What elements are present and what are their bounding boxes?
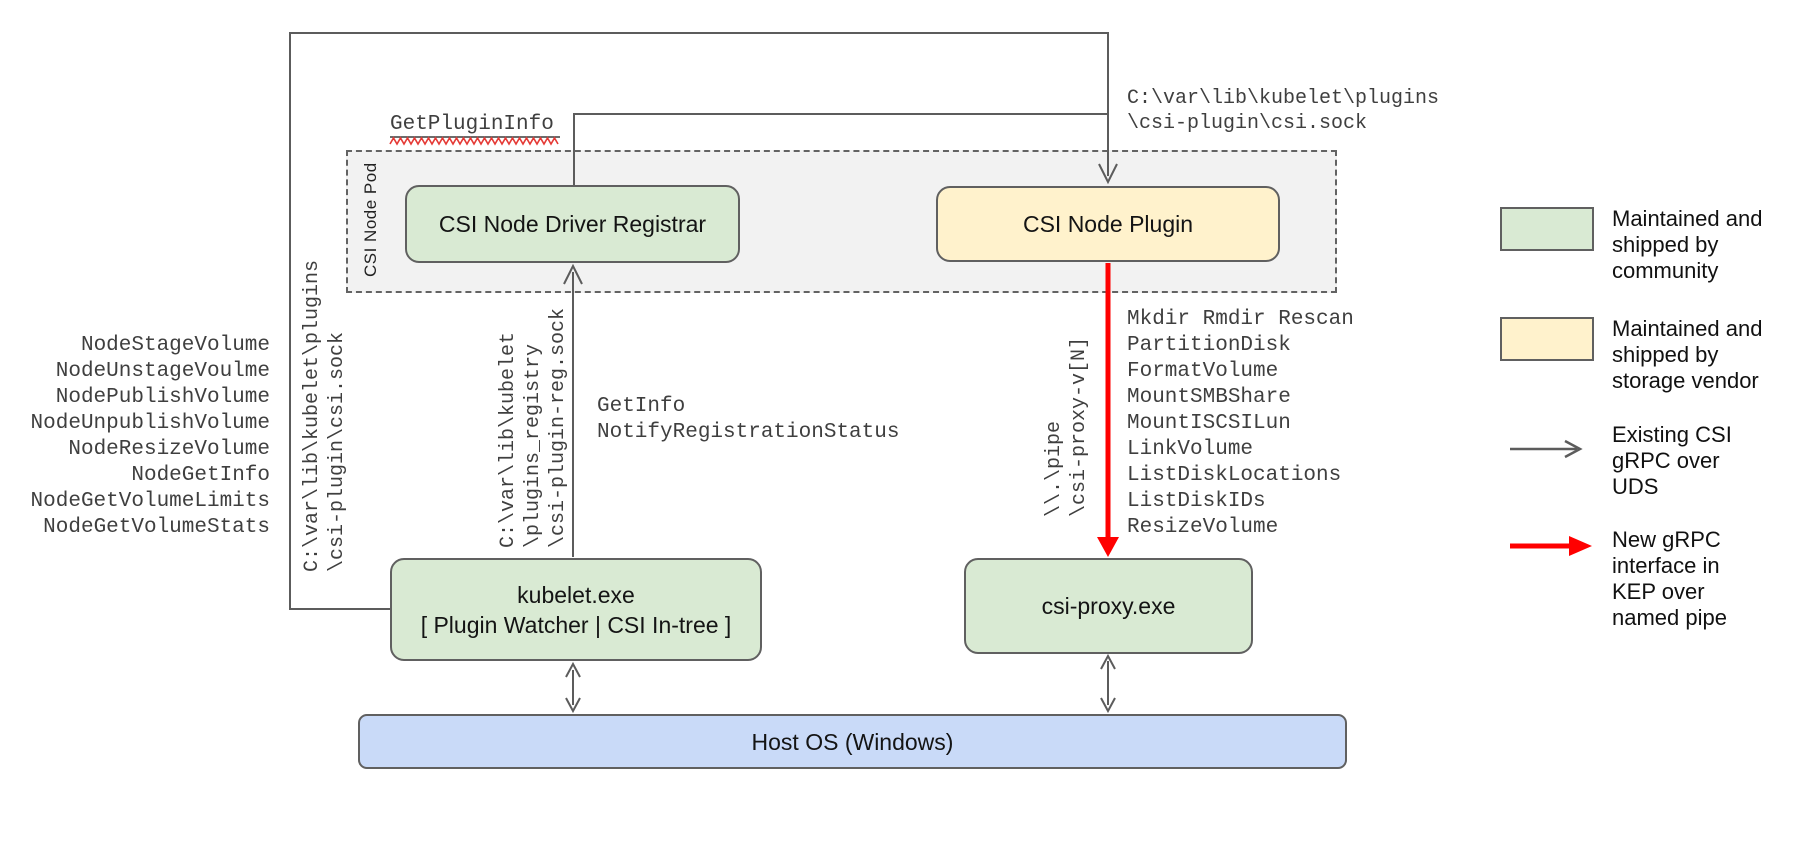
- csi-proxy-box: csi-proxy.exe: [964, 558, 1253, 654]
- host-os-box: Host OS (Windows): [358, 714, 1347, 769]
- line: PartitionDisk: [1127, 334, 1291, 357]
- line: \csi-proxy-v[N]: [1068, 336, 1091, 517]
- line: Maintained and: [1612, 206, 1763, 231]
- getplugininfo-label: GetPluginInfo: [390, 113, 554, 136]
- kubelet-label: kubelet.exe [ Plugin Watcher | CSI In-tre…: [421, 580, 732, 640]
- line: NodeGetVolumeStats: [43, 516, 270, 539]
- kubelet-to-registrar-arrow: [563, 263, 583, 557]
- proxy-host-double-arrow: [1100, 653, 1116, 714]
- csi-proxy-label: csi-proxy.exe: [1041, 593, 1176, 619]
- csi-node-driver-registrar-box: CSI Node Driver Registrar: [405, 185, 740, 263]
- line: gRPC over: [1612, 448, 1720, 473]
- line: C:\var\lib\kubelet: [497, 331, 520, 548]
- registrar-to-plugin-getplugininfo-line: [573, 113, 1108, 186]
- legend-gray-arrow-icon: [1510, 439, 1583, 459]
- line: \csi-plugin\csi.sock: [1127, 112, 1368, 135]
- line: kubelet.exe: [517, 581, 635, 608]
- line: UDS: [1612, 474, 1659, 499]
- kubelet-host-double-arrow: [565, 661, 581, 714]
- line: shipped by: [1612, 232, 1719, 257]
- line: C:\var\lib\kubelet\plugins: [1127, 87, 1440, 110]
- line: FormatVolume: [1127, 360, 1279, 383]
- line: storage vendor: [1612, 368, 1759, 393]
- kubelet-box: kubelet.exe [ Plugin Watcher | CSI In-tre…: [390, 558, 762, 661]
- line: LinkVolume: [1127, 438, 1254, 461]
- line: ListDiskLocations: [1127, 464, 1342, 487]
- line: NodePublishVolume: [55, 386, 270, 409]
- getplugininfo-squiggle-icon: [389, 136, 559, 146]
- host-os-label: Host OS (Windows): [751, 728, 954, 755]
- line: shipped by: [1612, 342, 1719, 367]
- line: ResizeVolume: [1127, 516, 1279, 539]
- line: New gRPC: [1612, 527, 1721, 552]
- red-arrowhead-icon: [1097, 537, 1119, 557]
- line: NodeUnpublishVolume: [30, 412, 270, 435]
- line: NodeGetInfo: [131, 464, 270, 487]
- line: NodeStageVolume: [80, 334, 270, 357]
- line: KEP over: [1612, 579, 1705, 604]
- line: Mkdir Rmdir Rescan: [1127, 308, 1354, 331]
- line: named pipe: [1612, 605, 1727, 630]
- csi-node-pod-label: CSI Node Pod: [361, 162, 380, 277]
- line: \\.\pipe: [1043, 420, 1066, 517]
- legend-community-swatch: [1500, 207, 1594, 251]
- legend-vendor-swatch: [1500, 317, 1594, 361]
- legend-red-arrow-icon: [1510, 536, 1592, 556]
- line: interface in: [1612, 553, 1720, 578]
- csi-sock-path-label: C:\var\lib\kubelet\plugins\csi-plugin\cs…: [1127, 86, 1439, 136]
- kubelet-to-plugin-uds-arrow: [289, 32, 1118, 610]
- line: \csi-plugin\csi.sock: [326, 331, 349, 572]
- plugin-to-proxy-named-pipe-arrow: [1097, 263, 1119, 557]
- csi-node-driver-registrar-label: CSI Node Driver Registrar: [438, 211, 707, 237]
- named-pipe-rotated-label: \\.\pipe\csi-proxy-v[N]: [1042, 337, 1092, 517]
- arrowhead-up-icon: [563, 263, 583, 285]
- line: \csi-plugin-reg.sock: [547, 307, 570, 548]
- line: C:\var\lib\kubelet\plugins: [301, 259, 324, 572]
- line: NodeResizeVolume: [68, 438, 270, 461]
- line: \plugins_registry: [522, 343, 545, 548]
- line: MountISCSILun: [1127, 412, 1291, 435]
- csi-node-plugin-label: CSI Node Plugin: [1022, 211, 1194, 237]
- line: Maintained and: [1612, 316, 1763, 341]
- line: GetInfo: [597, 395, 686, 418]
- line: [ Plugin Watcher | CSI In-tree ]: [420, 611, 732, 638]
- arrowhead-down-icon: [1098, 163, 1118, 185]
- line: ListDiskIDs: [1127, 490, 1266, 513]
- line: MountSMBShare: [1127, 386, 1291, 409]
- registration-sock-rotated-label: C:\var\lib\kubelet\plugins_registry\csi-…: [496, 308, 571, 548]
- line: NodeUnstageVoulme: [55, 360, 270, 383]
- csi-sock-path-rotated-label: C:\var\lib\kubelet\plugins\csi-plugin\cs…: [300, 260, 350, 572]
- line: Existing CSI: [1612, 422, 1732, 447]
- line: community: [1612, 258, 1719, 283]
- csi-node-plugin-box: CSI Node Plugin: [936, 186, 1280, 262]
- line: NodeGetVolumeLimits: [30, 490, 270, 513]
- line: NotifyRegistrationStatus: [597, 421, 900, 444]
